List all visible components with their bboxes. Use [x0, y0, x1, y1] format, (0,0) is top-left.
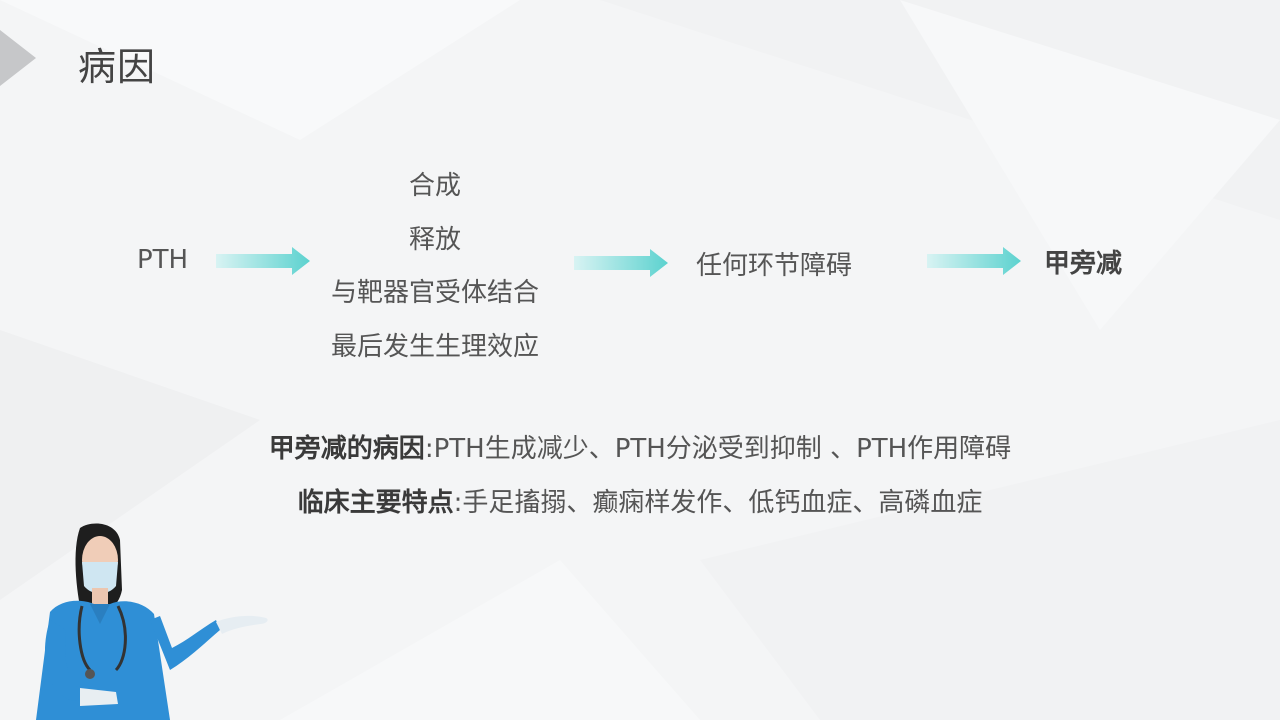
feature-line-label: 临床主要特点: [297, 488, 454, 518]
flow-start-label: PTH: [137, 245, 189, 275]
flow-arrow-2: [574, 249, 668, 277]
cause-line-label: 甲旁减的病因: [268, 434, 425, 464]
feature-line: 临床主要特点:手足搐搦、癫痫样发作、低钙血症、高磷血症: [0, 482, 1280, 519]
cause-line-separator: :: [424, 434, 434, 464]
nurse-illustration: [36, 523, 268, 720]
feature-line-text: 手足搐搦、癫痫样发作、低钙血症、高磷血症: [462, 488, 983, 518]
flow-arrow-1: [216, 247, 310, 275]
flow-step: 释放: [408, 224, 461, 255]
flow-steps: 合成 释放 与靶器官受体结合 最后发生生理效应: [318, 166, 552, 380]
flow-step: 与靶器官受体结合: [330, 278, 539, 308]
flow-step: 最后发生生理效应: [330, 331, 539, 362]
flow-arrow-3: [927, 247, 1021, 275]
flow-result-label: 甲旁减: [1044, 249, 1123, 279]
corner-triangle-decoration: [0, 30, 36, 86]
feature-line-separator: :: [453, 488, 463, 518]
cause-line-text: PTH生成减少、PTH分泌受到抑制 、PTH作用障碍: [433, 434, 1012, 464]
flow-step: 合成: [408, 171, 461, 201]
cause-line: 甲旁减的病因:PTH生成减少、PTH分泌受到抑制 、PTH作用障碍: [0, 428, 1280, 465]
page-title: 病因: [78, 45, 157, 89]
flow-middle-label: 任何环节障碍: [696, 251, 853, 281]
